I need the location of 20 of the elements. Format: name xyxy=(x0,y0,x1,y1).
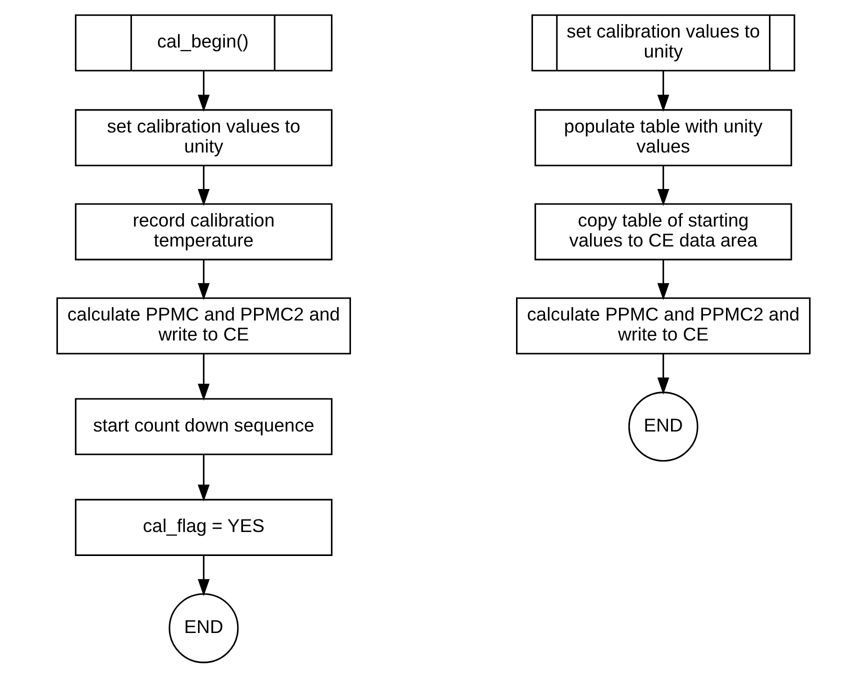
arrow xyxy=(657,166,670,206)
node-box: record calibration temperature xyxy=(74,203,332,260)
arrow xyxy=(198,454,210,502)
node-box: set calibration values to unity xyxy=(74,109,332,166)
arrow xyxy=(198,556,210,596)
arrow xyxy=(198,260,210,300)
arrow xyxy=(198,70,210,112)
node-box: calculate PPMC and PPMC2 and write to CE xyxy=(516,297,811,354)
node-circle: END xyxy=(168,593,239,664)
node-box: cal_flag = YES xyxy=(74,498,332,556)
arrow xyxy=(198,354,210,401)
arrow xyxy=(657,354,670,394)
node-box: start count down sequence xyxy=(74,398,332,456)
node-box: populate table with unity values xyxy=(534,109,792,166)
node-box: calculate PPMC and PPMC2 and write to CE xyxy=(56,297,351,354)
arrow xyxy=(657,260,670,300)
arrow xyxy=(198,166,210,206)
node-circle: END xyxy=(628,392,698,462)
node-box: copy table of starting values to CE data area xyxy=(534,203,792,260)
arrow xyxy=(657,70,670,112)
